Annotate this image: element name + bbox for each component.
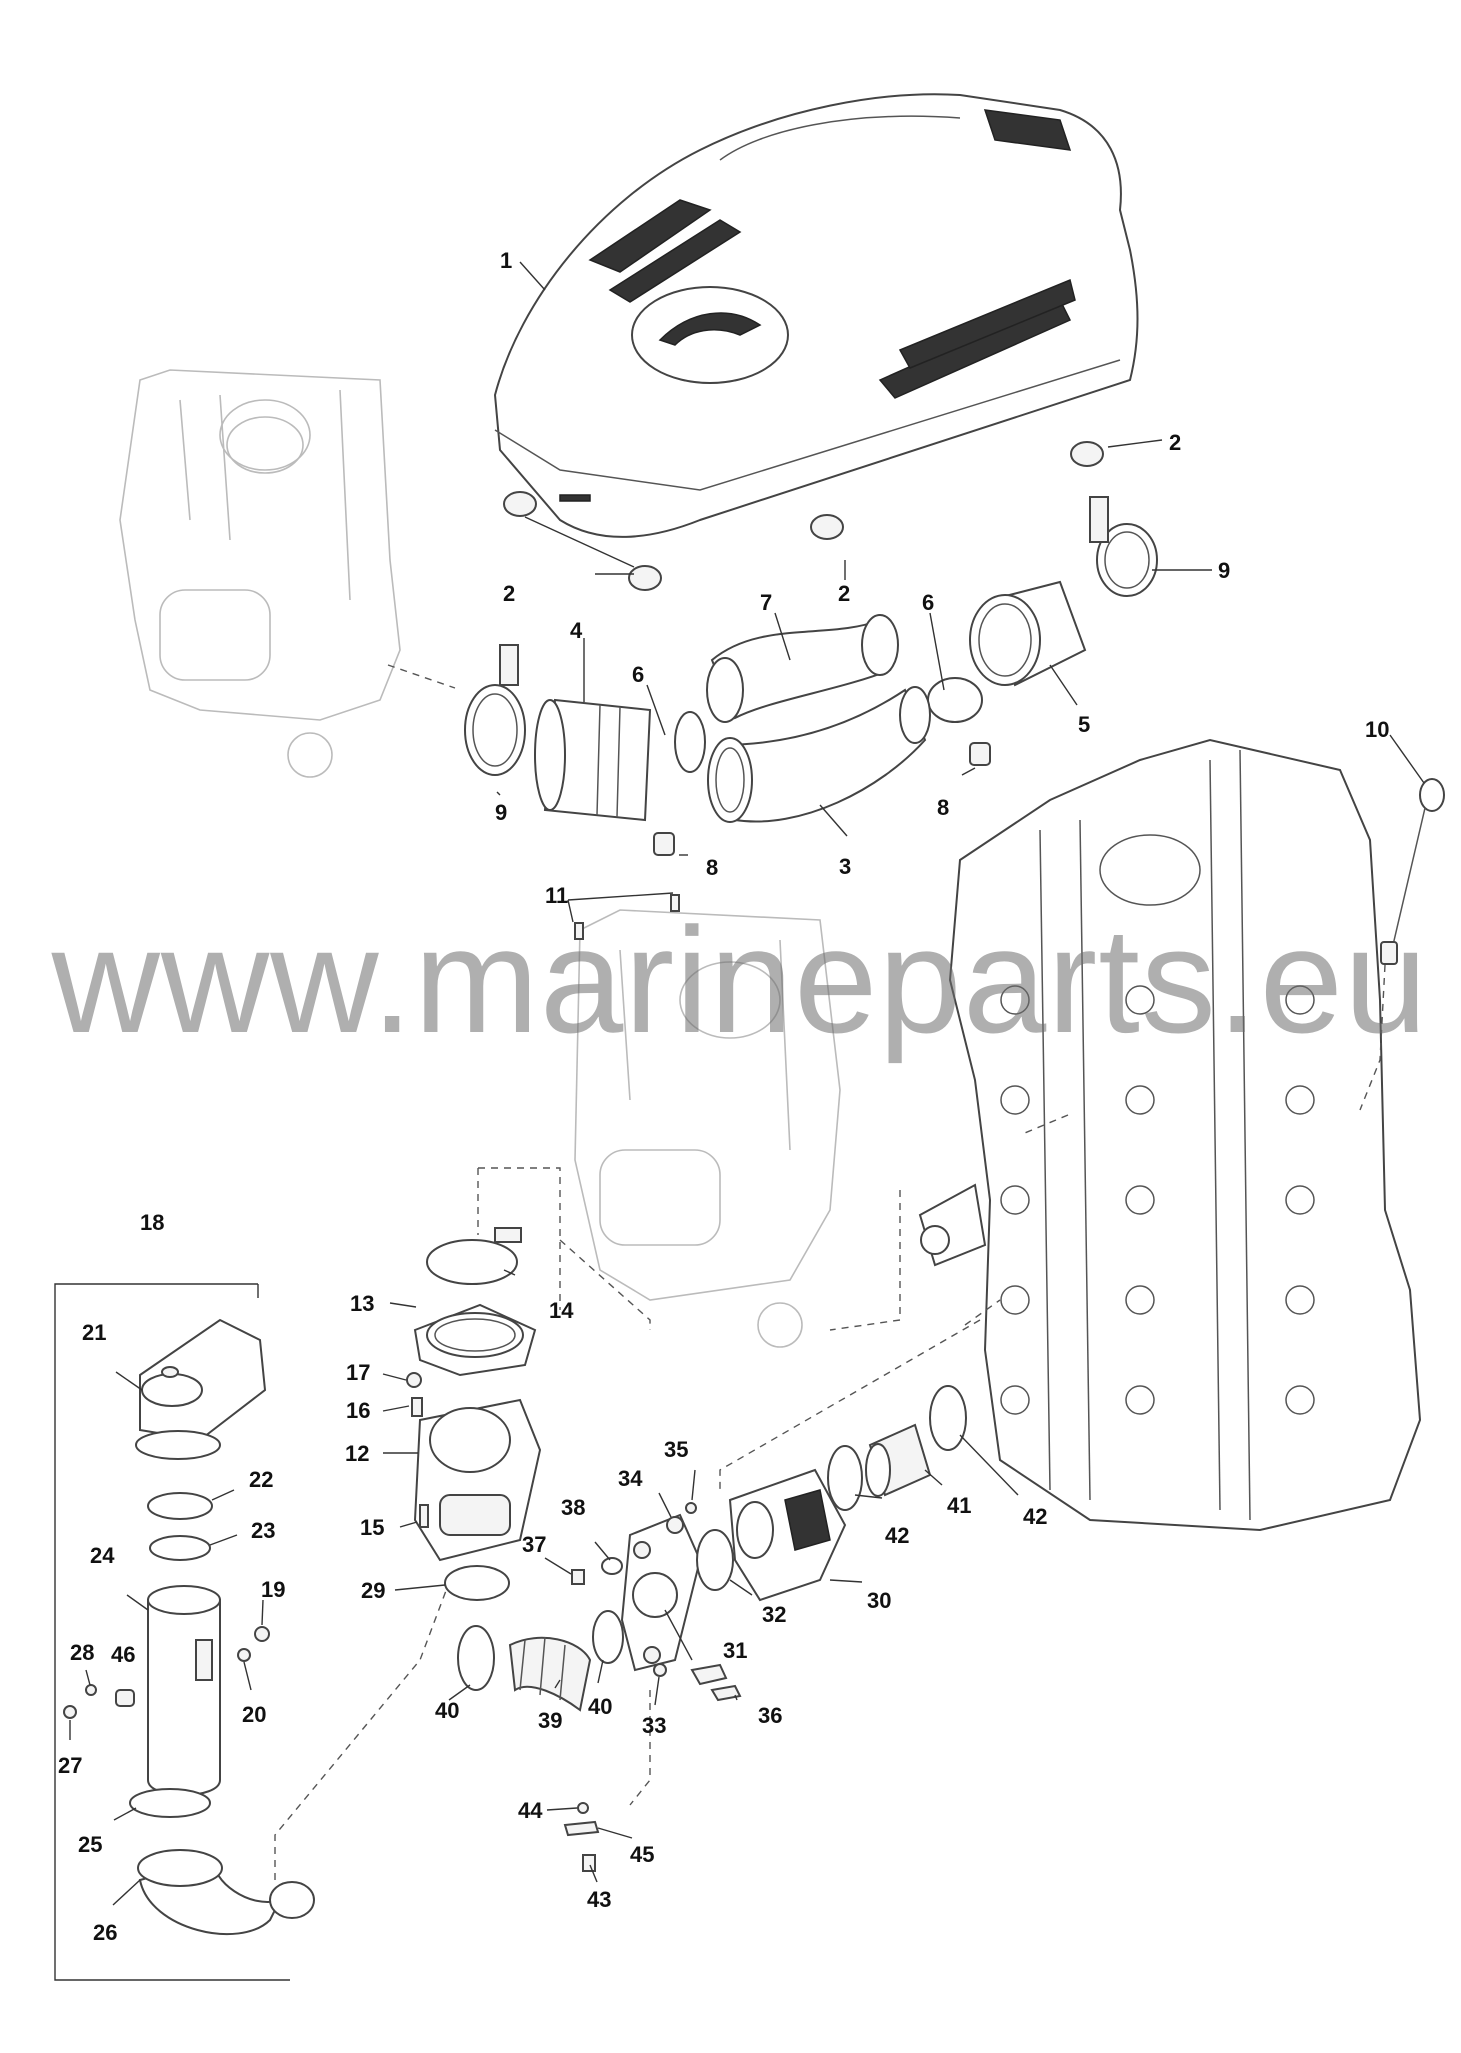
callout-21: 21 [82,1320,106,1345]
callout-6-left: 6 [632,662,644,687]
callout-labels: 1 2 2 2 3 4 5 6 6 7 8 8 9 9 10 11 12 13 … [58,248,1389,1945]
screws-11 [574,894,680,940]
callout-14: 14 [549,1298,574,1323]
seal-40-left [457,1625,495,1691]
seals-42-41 [827,1385,967,1511]
callout-10: 10 [1365,717,1389,742]
callout-40-left: 40 [435,1698,459,1723]
callout-31: 31 [723,1638,747,1663]
seals-22-23 [147,1492,213,1561]
callout-16: 16 [346,1398,370,1423]
cylinder-block [918,738,1422,1532]
valve-30 [728,1468,847,1602]
bracket-36 [690,1663,742,1702]
callout-34: 34 [618,1466,643,1491]
seal-32 [696,1529,734,1591]
callout-42-left: 42 [885,1523,909,1548]
clamp-right [1089,496,1158,597]
callout-2-right: 2 [1169,430,1181,455]
dipstick [1359,778,1445,1111]
callout-24: 24 [90,1543,115,1568]
callout-25: 25 [78,1832,102,1857]
callout-41: 41 [947,1493,971,1518]
callout-38: 38 [561,1495,585,1520]
small-fasteners [406,1372,429,1528]
filter-24 [147,1585,221,1796]
hose-3 [707,686,931,823]
clamp-29 [444,1565,510,1601]
nuts-34-35 [666,1502,697,1534]
callout-8-right: 8 [937,795,949,820]
sleeve-5 [969,580,1087,687]
callout-33: 33 [642,1713,666,1738]
callout-42-right: 42 [1023,1504,1047,1529]
callout-26: 26 [93,1920,117,1945]
callout-44: 44 [518,1798,543,1823]
callout-8-left: 8 [706,855,718,880]
callout-4: 4 [570,618,583,643]
callout-40-right: 40 [588,1694,612,1719]
callout-46: 46 [111,1642,135,1667]
callout-22: 22 [249,1467,273,1492]
callout-3: 3 [839,854,851,879]
group-18-bracket [54,1283,290,1981]
filter-housing-21 [135,1318,267,1460]
engine-module-center [574,909,841,1348]
callout-17: 17 [346,1360,370,1385]
callout-6-right: 6 [922,590,934,615]
callout-27: 27 [58,1753,82,1778]
callout-12: 12 [345,1441,369,1466]
callout-30: 30 [867,1588,891,1613]
callout-28: 28 [70,1640,94,1665]
sleeve-4 [534,698,652,822]
plate-31 [620,1513,702,1672]
callout-2-center: 2 [838,581,850,606]
leader-lines [69,261,1425,1906]
gasket-13 [413,1303,537,1377]
callout-37: 37 [522,1532,546,1557]
dashed-connector-filter [274,1579,451,1880]
callout-23: 23 [251,1518,275,1543]
clamp-14 [426,1227,522,1285]
callout-32: 32 [762,1602,786,1627]
elbow-26 [137,1849,315,1935]
callout-11: 11 [545,883,568,908]
grommets [503,441,1104,591]
throttle-body-12 [413,1398,542,1562]
seal-25 [129,1788,211,1818]
callout-45: 45 [630,1842,654,1867]
engine-module-upper [119,369,401,778]
callout-13: 13 [350,1291,374,1316]
callout-7: 7 [760,590,772,615]
callout-5: 5 [1078,712,1090,737]
callout-20: 20 [242,1702,266,1727]
callout-39: 39 [538,1708,562,1733]
seal-40-right [592,1610,624,1664]
callout-9-right: 9 [1218,558,1230,583]
callout-18: 18 [140,1210,164,1235]
screw-33 [653,1663,667,1677]
callout-9-left: 9 [495,800,507,825]
callout-29: 29 [361,1578,385,1603]
callout-2-left: 2 [503,581,515,606]
dashed-guides [387,664,1069,1806]
clips-8 [653,742,991,856]
engine-cover [493,93,1139,538]
callout-1: 1 [500,248,512,273]
callout-35: 35 [664,1437,688,1462]
filter-fasteners [63,1626,270,1719]
callout-43: 43 [587,1887,611,1912]
callout-15: 15 [360,1515,384,1540]
bolt-37-washer-38 [571,1557,623,1585]
callout-19: 19 [261,1577,285,1602]
hose-7 [706,614,899,723]
clamps-6 [674,677,983,773]
callout-36: 36 [758,1703,782,1728]
clamp-left [464,644,526,776]
hose-39 [508,1636,592,1712]
lower-fasteners-43-45 [563,1802,600,1872]
